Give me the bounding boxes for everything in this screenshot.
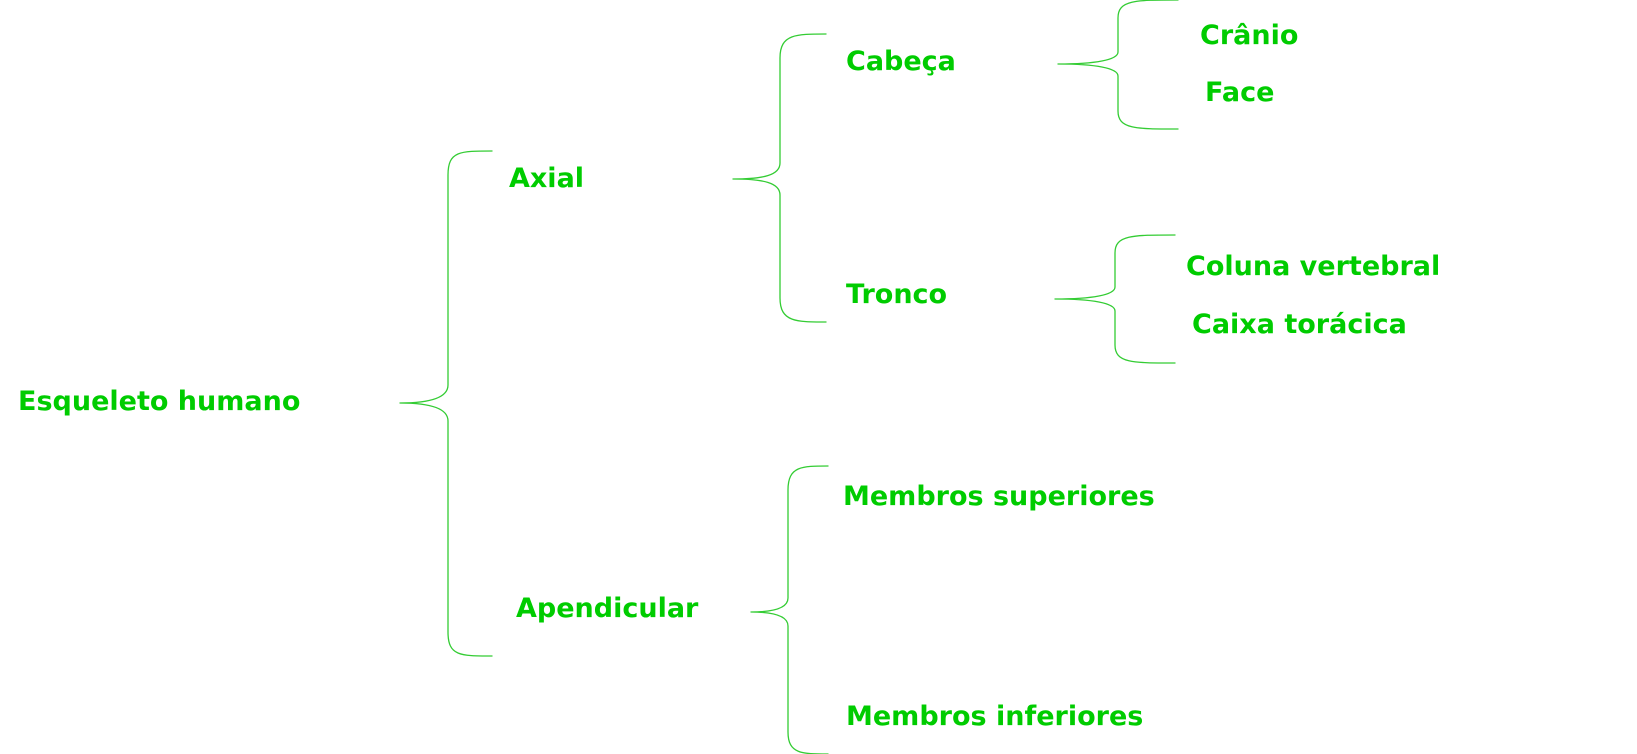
brace-cabeca (1057, 0, 1179, 130)
brace-apendicular (750, 465, 829, 754)
brace-root (399, 150, 493, 657)
node-tronco: Tronco (846, 279, 947, 310)
node-coluna-vertebral: Coluna vertebral (1186, 251, 1440, 282)
node-face: Face (1205, 77, 1274, 108)
node-esqueleto-humano: Esqueleto humano (18, 386, 300, 417)
node-membros-inferiores: Membros inferiores (846, 701, 1143, 732)
node-axial: Axial (509, 163, 584, 194)
node-cabeca: Cabeça (846, 46, 956, 77)
node-cranio: Crânio (1200, 20, 1298, 51)
node-membros-superiores: Membros superiores (843, 481, 1155, 512)
brace-tronco (1054, 234, 1176, 364)
node-caixa-toracica: Caixa torácica (1192, 309, 1407, 340)
node-apendicular: Apendicular (516, 593, 699, 624)
brace-axial (732, 33, 827, 323)
